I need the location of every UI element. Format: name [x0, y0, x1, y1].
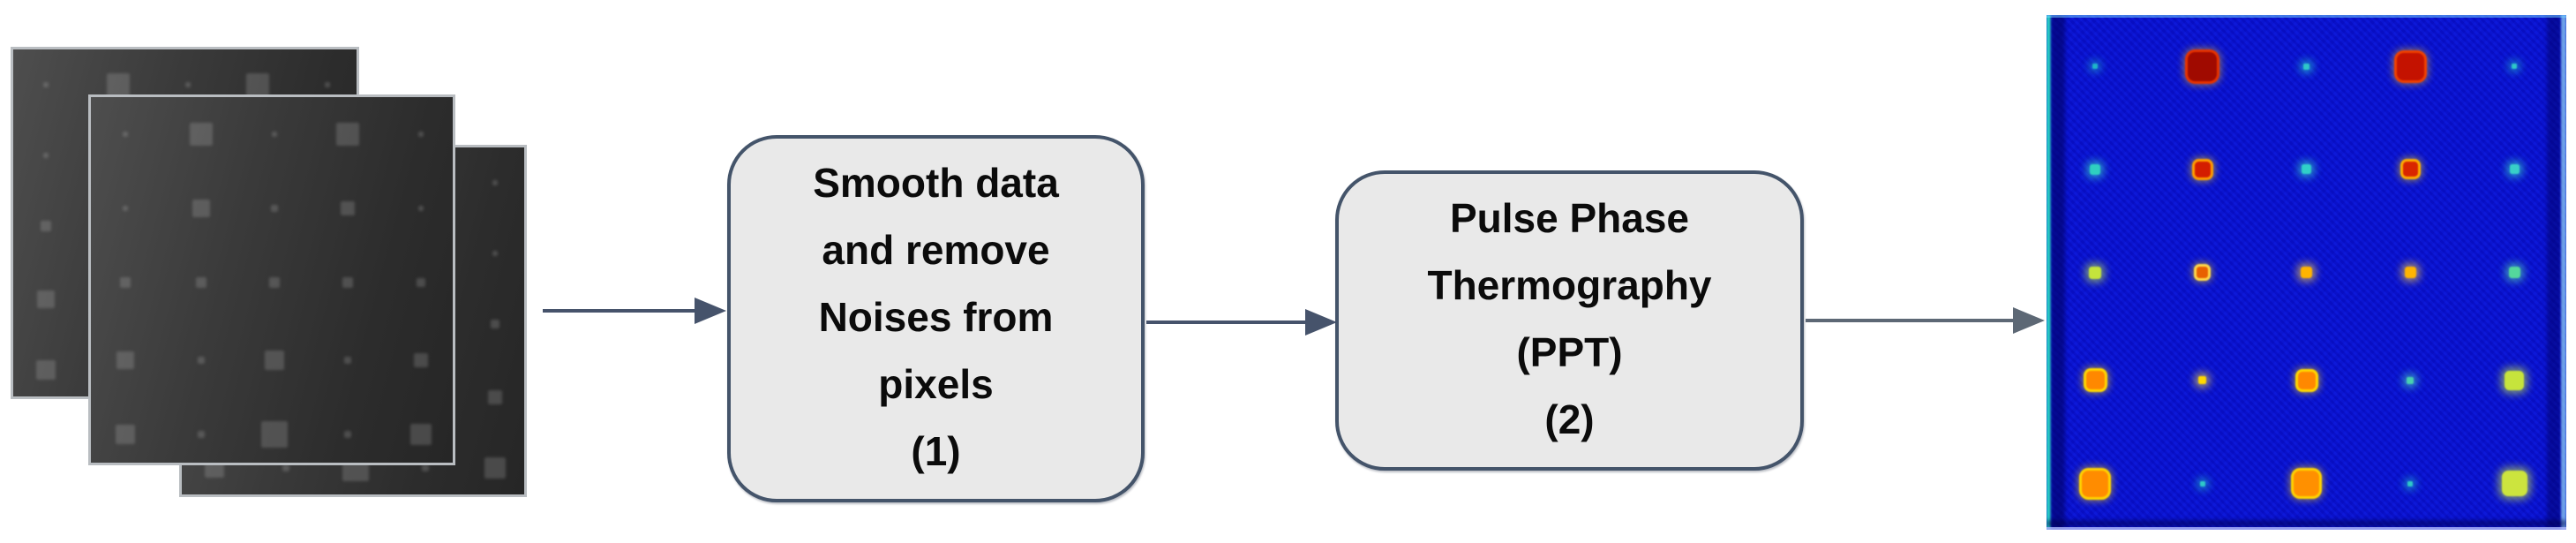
- defect-hot-spot: [2090, 163, 2101, 175]
- defect-hot-spot: [2404, 267, 2416, 278]
- defect-hot-spot: [2085, 371, 2105, 390]
- defect-hot-spot: [2197, 267, 2209, 278]
- frame-defect-spot: [120, 277, 131, 288]
- frame-defect-spot: [184, 81, 191, 87]
- defect-hot-spot: [2505, 370, 2525, 390]
- step2-line-1: Pulse Phase: [1449, 195, 1690, 241]
- flow-arrow-line-3: [1806, 319, 2013, 322]
- frame-defect-spot: [492, 179, 498, 185]
- step1-number: (1): [911, 428, 961, 474]
- defect-hot-spot: [2194, 161, 2211, 177]
- frame-defect-spot: [410, 424, 432, 446]
- frame-defect-spot: [197, 431, 205, 439]
- arrowhead-icon-3: [2013, 307, 2045, 334]
- frame-defect-spot: [344, 357, 352, 365]
- frame-defect-spot: [116, 425, 136, 445]
- frame-defect-spot: [418, 206, 424, 211]
- defect-hot-spot: [2294, 471, 2319, 497]
- phase-map-left-edge: [2047, 15, 2051, 530]
- frame-defect-spot: [116, 351, 135, 370]
- flow-arrow-line-1: [543, 309, 695, 313]
- defect-hot-spot: [2082, 470, 2109, 497]
- step1-line-2: and remove: [822, 227, 1050, 273]
- defect-hot-spot: [2396, 52, 2424, 80]
- frame-defect-spot: [324, 81, 330, 87]
- frame-defect-spot: [123, 132, 129, 137]
- defect-hot-spot: [2302, 164, 2311, 175]
- arrowhead-icon-2: [1305, 309, 1337, 336]
- phase-map-top-edge: [2047, 15, 2566, 18]
- frame-defect-spot: [492, 250, 498, 256]
- defect-hot-spot: [2508, 267, 2520, 278]
- frame-defect-spot: [269, 277, 280, 288]
- frame-defect-spot: [261, 421, 288, 449]
- defect-hot-spot: [2407, 376, 2415, 384]
- process-step-box-smoothing: Smooth data and remove Noises from pixel…: [727, 135, 1145, 502]
- frame-defect-spot: [195, 277, 207, 288]
- frame-defect-spot: [490, 319, 499, 328]
- frame-defect-spot: [43, 81, 49, 87]
- frame-defect-spot: [421, 464, 429, 472]
- thermogram-frame-3: [88, 94, 455, 465]
- frame-defect-spot: [43, 152, 49, 158]
- frame-defect-spot: [245, 72, 269, 96]
- phase-map-right-edge: [2561, 15, 2566, 530]
- defect-hot-spot: [2199, 480, 2205, 486]
- defect-hot-spot: [2092, 64, 2099, 70]
- frame-defect-spot: [271, 205, 278, 212]
- frame-defect-spot: [341, 201, 356, 215]
- frame-defect-spot: [265, 351, 284, 371]
- frame-defect-spot: [282, 464, 290, 472]
- arrowhead-icon-1: [695, 298, 726, 324]
- step1-line-4: pixels: [878, 361, 994, 407]
- ppt-phase-map-image: [2047, 15, 2566, 530]
- defect-hot-spot: [2512, 64, 2518, 70]
- frame-defect-spot: [197, 357, 205, 365]
- step1-line-1: Smooth data: [813, 160, 1059, 206]
- defect-hot-spot: [2089, 266, 2102, 279]
- defect-hot-spot: [2402, 162, 2418, 177]
- defect-hot-spot: [2301, 267, 2312, 278]
- frame-defect-spot: [189, 123, 213, 146]
- defect-hot-spot: [2407, 480, 2414, 486]
- phase-map-bottom-band: [2047, 520, 2566, 527]
- defect-hot-spot: [2501, 471, 2527, 497]
- frame-defect-spot: [484, 457, 506, 479]
- flow-arrow-line-2: [1146, 321, 1305, 324]
- step2-line-3: (PPT): [1516, 329, 1623, 375]
- defect-hot-spot: [2198, 376, 2207, 385]
- frame-defect-spot: [417, 278, 426, 287]
- frame-defect-spot: [192, 200, 210, 217]
- frame-defect-spot: [272, 132, 277, 137]
- phase-map-right-band: [2547, 15, 2561, 530]
- phase-map-bottom-edge: [2047, 527, 2566, 530]
- frame-defect-spot: [344, 431, 352, 439]
- frame-defect-spot: [37, 290, 56, 309]
- frame-defect-spot: [41, 220, 52, 231]
- defect-hot-spot: [2509, 164, 2520, 175]
- step2-number: (2): [1544, 396, 1595, 442]
- step2-line-2: Thermography: [1427, 262, 1712, 308]
- step1-line-3: Noises from: [818, 294, 1054, 340]
- frame-defect-spot: [336, 123, 360, 146]
- frame-defect-spot: [106, 72, 130, 96]
- frame-defect-spot: [123, 206, 129, 211]
- frame-defect-spot: [414, 353, 429, 368]
- defect-hot-spot: [2297, 371, 2316, 389]
- defect-hot-spot: [2303, 63, 2309, 70]
- frame-defect-spot: [36, 360, 56, 381]
- process-step-box-ppt: Pulse Phase Thermography (PPT) (2): [1335, 170, 1804, 471]
- frame-defect-spot: [418, 132, 424, 137]
- frame-defect-spot: [487, 390, 502, 405]
- defect-hot-spot: [2188, 51, 2218, 81]
- frame-defect-spot: [342, 277, 354, 288]
- phase-map-left-band: [2051, 15, 2065, 530]
